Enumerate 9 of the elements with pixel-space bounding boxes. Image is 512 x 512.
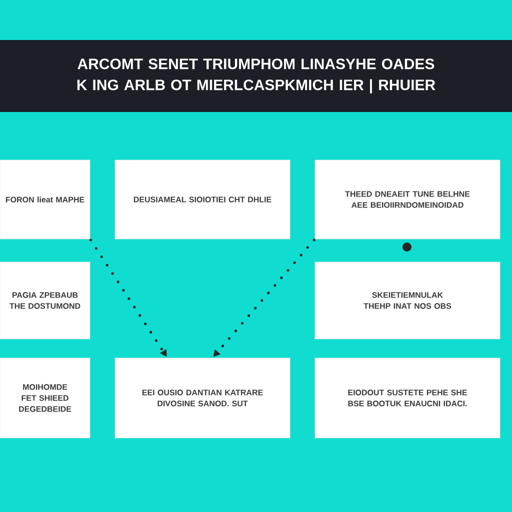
text-box: FORON lieat MAPHE bbox=[0, 160, 90, 240]
text-box: DEUSIAMEAL SIOIOTIEI CHT DHLIE bbox=[114, 160, 290, 240]
text-box: THEED DNEAEIT TUNE BELHNE AEE BEIOIIRNDOMEINOIDAD bbox=[314, 160, 500, 240]
text-box: EIODOUT SUSTETE PEHE SHE BSE BOOTUK ENAUCNI IDACI. bbox=[314, 358, 500, 438]
title: ARCOMT SENET TRIUMPHOM LINASYHE OADES K ING ARLB OT MIERLCASPKMICH IER | RHUIER bbox=[77, 58, 436, 94]
text-box: MOIHOMDE FET SHIEED DEGEDBEIDE bbox=[0, 358, 90, 438]
text-box: SKEIETIEMNULAK THEHP INAT NOS OBS bbox=[314, 262, 500, 340]
text-box: EEI OUSIO DANTIAN KATRARE DIVOSINE SANOD. SUT bbox=[114, 358, 290, 438]
text-box: PAGIA ZPEBAUB THE DOSTUMOND bbox=[0, 262, 90, 340]
